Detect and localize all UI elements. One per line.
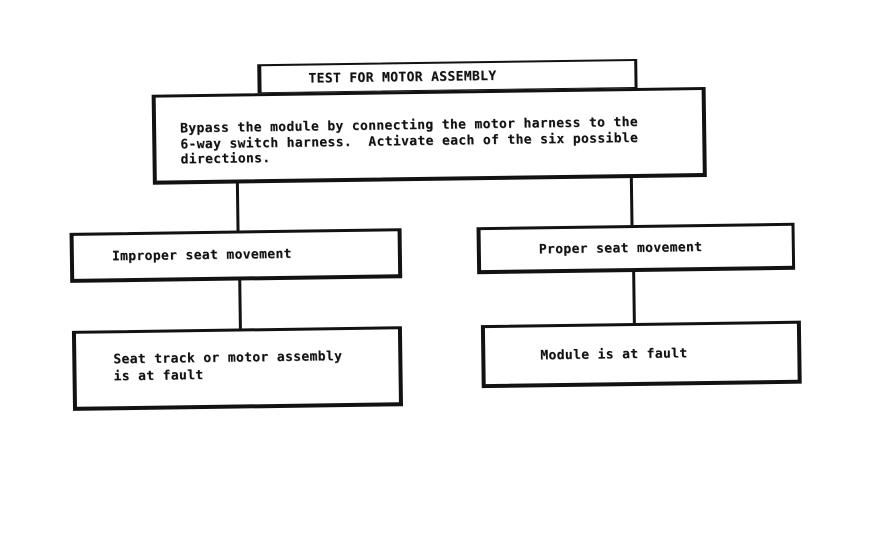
flowchart-title-label: TEST FOR MOTOR ASSEMBLY (308, 68, 497, 87)
connector-left-upper (235, 181, 240, 233)
node-seat-track-fault: Seat track or motor assembly is at fault (71, 326, 404, 411)
motor-assembly-flowchart: TEST FOR MOTOR ASSEMBLY Bypass the modul… (60, 39, 846, 470)
node-module-fault: Module is at fault (480, 320, 802, 389)
connector-left-lower (238, 278, 242, 331)
connector-right-lower (632, 269, 636, 326)
proper-seat-movement-label: Proper seat movement (538, 239, 703, 257)
node-proper-seat-movement: Proper seat movement (476, 222, 796, 275)
module-fault-label: Module is at fault (540, 345, 688, 363)
improper-seat-movement-label: Improper seat movement (111, 246, 292, 265)
seat-track-fault-line-2: is at fault (113, 367, 204, 384)
connector-right-upper (629, 176, 634, 228)
node-improper-seat-movement: Improper seat movement (69, 228, 403, 283)
node-bypass-instruction: Bypass the module by connecting the moto… (151, 86, 707, 185)
